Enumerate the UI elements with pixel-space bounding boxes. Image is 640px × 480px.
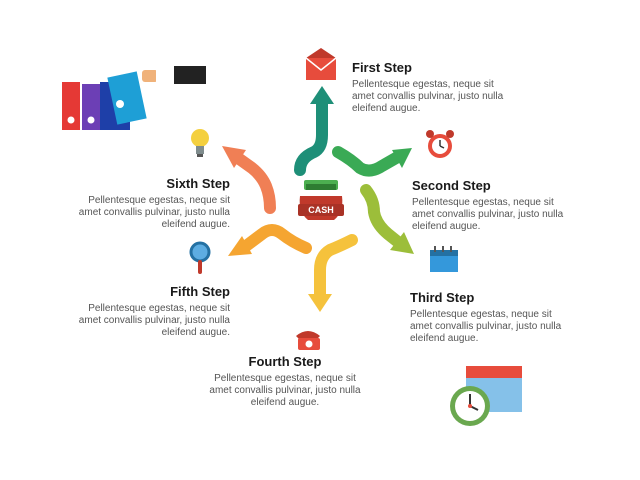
money-bag-icon: CASH	[298, 180, 344, 220]
step-text-line: amet convallis pulvinar, justo nulla	[78, 207, 230, 218]
cash-label: CASH	[308, 205, 334, 215]
step-text: Pellentesque egestas, neque sit amet con…	[352, 79, 532, 115]
alarm-clock-icon	[426, 130, 454, 158]
step-text-line: eleifend augue.	[410, 333, 479, 344]
step-title: Sixth Step	[166, 176, 230, 191]
arrow-fourth	[308, 234, 358, 312]
step-text-line: eleifend augue.	[161, 327, 230, 338]
step-text: Pellentesque egestas, neque sit amet con…	[410, 309, 590, 345]
step-text-line: eleifend augue.	[250, 397, 320, 408]
step-text-line: amet convallis pulvinar, justo nulla	[209, 385, 361, 396]
step-text-line: amet convallis pulvinar, justo nulla	[410, 321, 562, 332]
envelope-icon	[305, 48, 337, 80]
magnifier-icon	[189, 241, 211, 274]
step-title: First Step	[352, 60, 412, 75]
step-text-line: eleifend augue.	[352, 103, 421, 114]
step-title: Fifth Step	[170, 284, 230, 299]
step-text-line: eleifend augue.	[412, 221, 481, 232]
step-title: Fourth Step	[248, 354, 322, 369]
arrow-third	[360, 184, 414, 254]
step-text-line: amet convallis pulvinar, justo nulla	[412, 209, 564, 220]
step-fourth: Fourth Step Pellentesque egestas, neque …	[190, 354, 380, 409]
step-text: Pellentesque egestas, neque sit amet con…	[50, 195, 230, 231]
arrow-second	[332, 146, 412, 177]
calendar-icon	[430, 246, 458, 272]
step-text: Pellentesque egestas, neque sit amet con…	[50, 303, 230, 339]
step-title: Second Step	[412, 178, 491, 193]
step-text-line: Pellentesque egestas, neque sit	[88, 303, 230, 314]
step-first: First Step Pellentesque egestas, neque s…	[352, 60, 532, 115]
step-fifth: Fifth Step Pellentesque egestas, neque s…	[50, 284, 230, 339]
step-text-line: Pellentesque egestas, neque sit	[88, 195, 230, 206]
arrow-sixth	[222, 146, 276, 214]
step-text: Pellentesque egestas, neque sit amet con…	[412, 197, 592, 233]
step-text-line: amet convallis pulvinar, justo nulla	[78, 315, 230, 326]
binders-icon	[62, 66, 206, 130]
arrow-first	[294, 86, 334, 176]
clock-calendar-icon	[450, 366, 522, 426]
lightbulb-icon	[191, 129, 209, 157]
step-third: Third Step Pellentesque egestas, neque s…	[410, 290, 590, 345]
step-text-line: eleifend augue.	[161, 219, 230, 230]
step-text-line: Pellentesque egestas, neque sit	[352, 79, 494, 90]
step-text-line: Pellentesque egestas, neque sit	[410, 309, 552, 320]
step-text-line: Pellentesque egestas, neque sit	[412, 197, 554, 208]
step-text-line: Pellentesque egestas, neque sit	[214, 373, 356, 384]
telephone-icon	[296, 331, 320, 350]
step-second: Second Step Pellentesque egestas, neque …	[412, 178, 592, 233]
step-sixth: Sixth Step Pellentesque egestas, neque s…	[50, 176, 230, 231]
arrow-fifth	[228, 224, 312, 256]
step-title: Third Step	[410, 290, 475, 305]
step-text-line: amet convallis pulvinar, justo nulla	[352, 91, 504, 102]
step-text: Pellentesque egestas, neque sit amet con…	[190, 373, 380, 409]
